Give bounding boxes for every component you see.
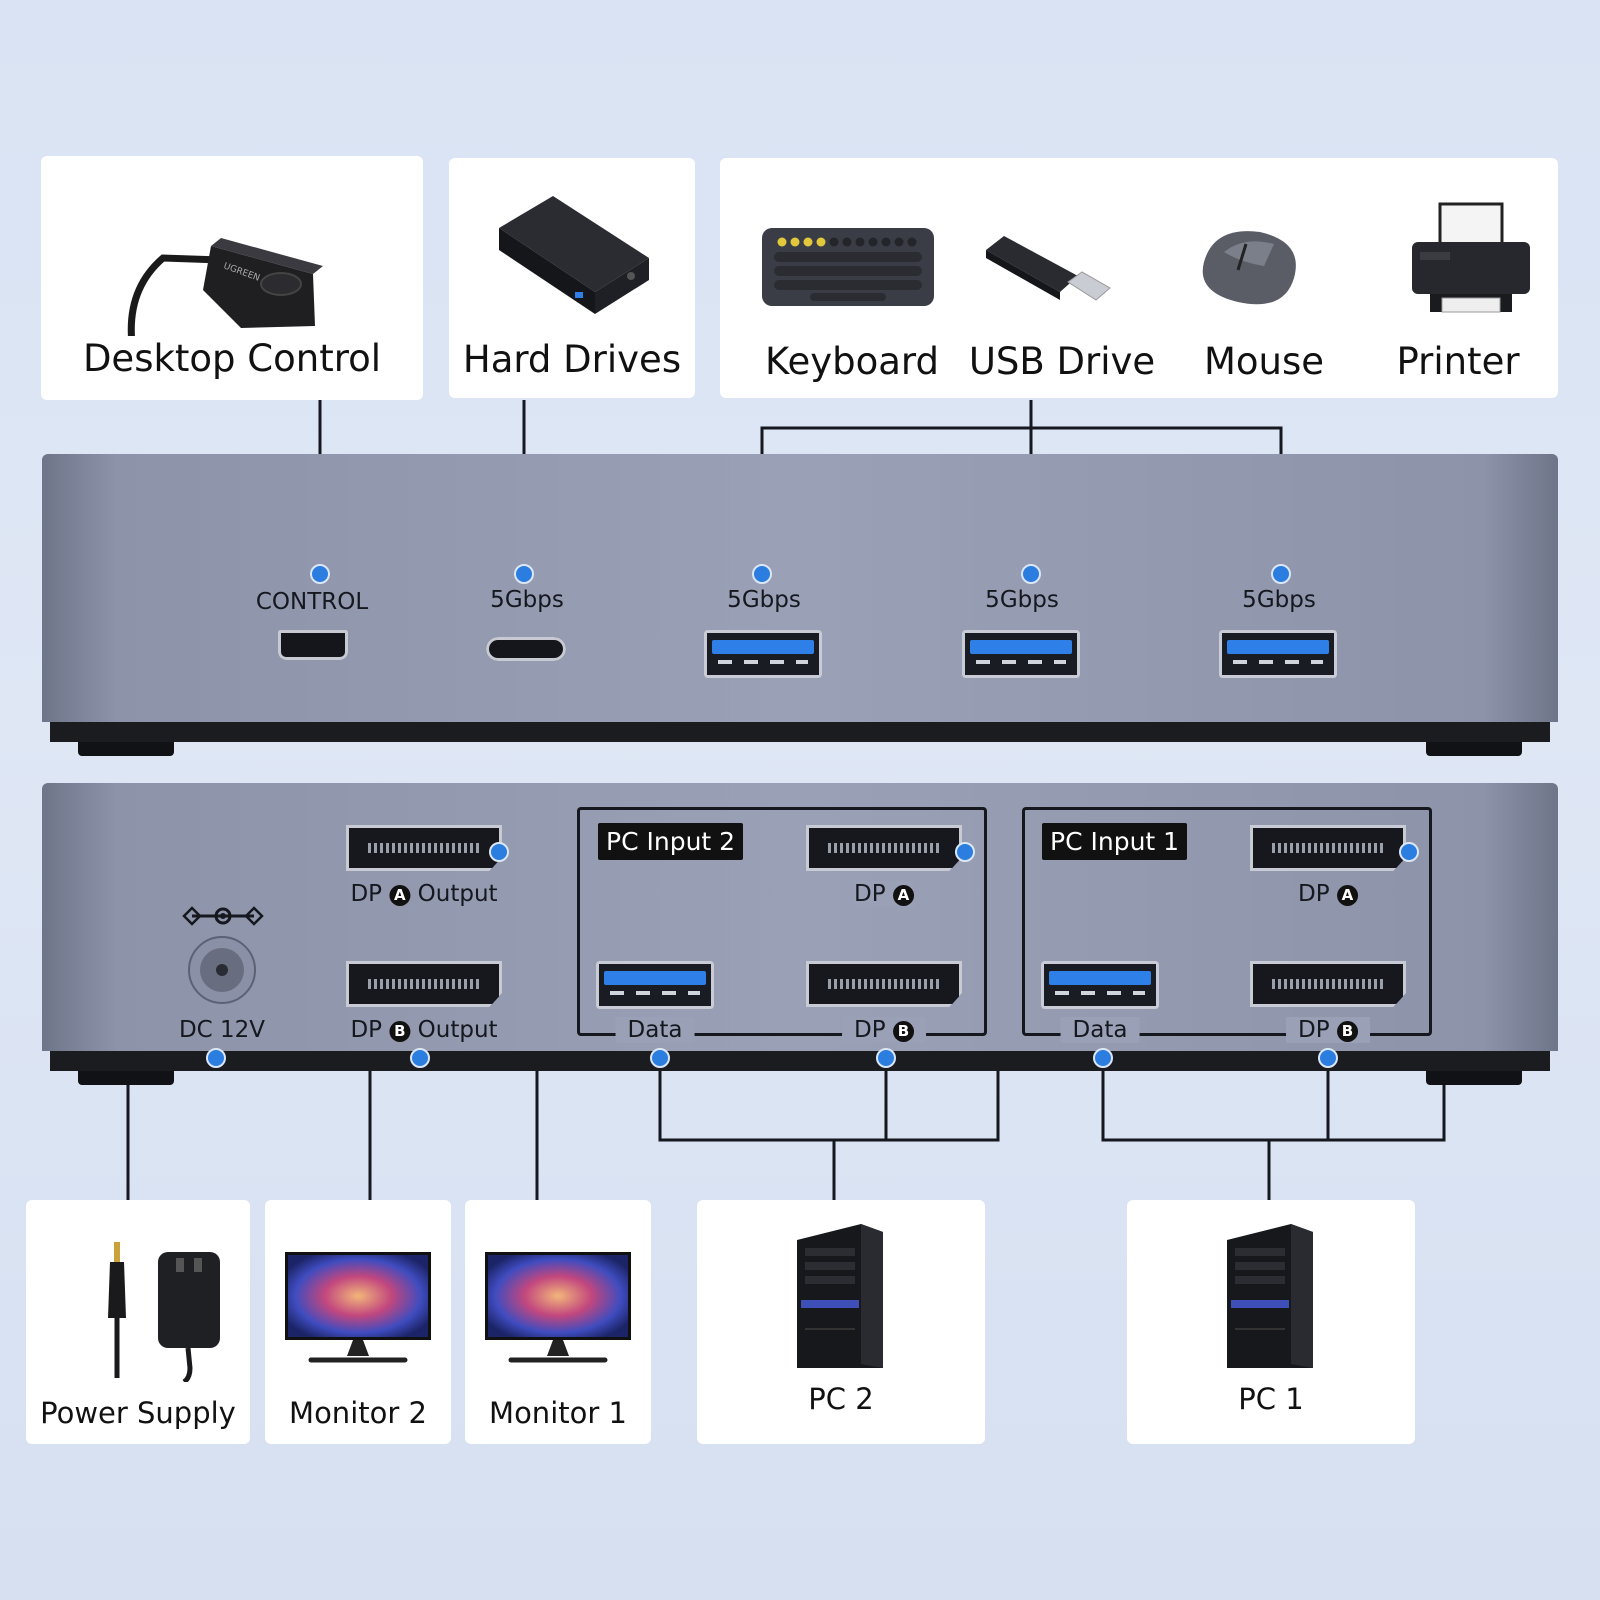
mini-usb-port bbox=[278, 630, 348, 660]
pc-input-2-frame bbox=[577, 847, 987, 1036]
monitor-1-label: Monitor 1 bbox=[489, 1396, 627, 1430]
pc-input-1-tag: PC Input 1 bbox=[1042, 823, 1188, 860]
pc1-data-label: Data bbox=[1060, 1017, 1140, 1043]
pc-input-1-frame-top bbox=[1022, 807, 1432, 850]
rear-panel-base bbox=[50, 1051, 1550, 1071]
rear-panel: DC 12V DP A Output DP B Output PC Input … bbox=[42, 783, 1558, 1051]
monitor-2-label: Monitor 2 bbox=[289, 1396, 427, 1430]
usb-a-port-3 bbox=[1219, 630, 1337, 678]
pc2-dp-b-label: DP B bbox=[842, 1017, 926, 1043]
pc-2-tower-icon bbox=[797, 1224, 883, 1368]
pc-1-label: PC 1 bbox=[1238, 1382, 1304, 1416]
printer-label: Printer bbox=[1396, 340, 1520, 383]
pc1-dp-a-label: DP A bbox=[1298, 881, 1358, 907]
pc-2-card: PC 2 bbox=[697, 1200, 985, 1444]
control-port-label: CONTROL bbox=[255, 589, 369, 615]
pc2-dp-a-label: DP A bbox=[854, 881, 914, 907]
usb-a-port-1 bbox=[704, 630, 822, 678]
power-supply-card: Power Supply bbox=[26, 1200, 250, 1444]
front-foot-right bbox=[1426, 742, 1522, 756]
front-panel: CONTROL 5Gbps 5Gbps 5Gbps 5Gbps bbox=[42, 454, 1558, 722]
usb-a-port-3-label: 5Gbps bbox=[1242, 587, 1316, 613]
desktop-control-icon: UGREEN bbox=[127, 238, 323, 336]
front-panel-base bbox=[50, 722, 1550, 742]
pc1-dp-b-label: DP B bbox=[1286, 1017, 1370, 1043]
keyboard-label: Keyboard bbox=[765, 340, 939, 383]
power-adapter-icon bbox=[108, 1242, 220, 1382]
monitor-1-icon bbox=[485, 1252, 631, 1363]
pc-input-2-tag: PC Input 2 bbox=[598, 823, 744, 860]
rear-foot-right bbox=[1426, 1071, 1522, 1085]
pc2-dp-b-port bbox=[806, 961, 962, 1007]
front-foot-left bbox=[78, 742, 174, 756]
usb-c-port bbox=[486, 637, 566, 661]
dp-a-output-port bbox=[346, 825, 502, 871]
pc2-data-label: Data bbox=[615, 1017, 695, 1043]
usb-a-port-2 bbox=[962, 630, 1080, 678]
dc-12v-label: DC 12V bbox=[178, 1017, 266, 1043]
pc-input-1-frame bbox=[1022, 847, 1432, 1036]
usb-a-port-2-label: 5Gbps bbox=[985, 587, 1059, 613]
monitor-2-card: Monitor 2 bbox=[265, 1200, 451, 1444]
hard-drives-label: Hard Drives bbox=[462, 338, 682, 381]
dp-a-output-label: DP A Output bbox=[350, 881, 498, 907]
dp-b-output-port bbox=[346, 961, 502, 1007]
dp-b-output-label: DP B Output bbox=[350, 1017, 498, 1043]
pc1-dp-a-port bbox=[1250, 825, 1406, 871]
monitor-2-icon bbox=[285, 1252, 431, 1363]
pc1-dp-b-port bbox=[1250, 961, 1406, 1007]
monitor-1-card: Monitor 1 bbox=[465, 1200, 651, 1444]
keyboard-icon bbox=[762, 228, 934, 306]
power-supply-label: Power Supply bbox=[40, 1396, 236, 1430]
peripherals-card: Keyboard USB Drive Mouse Printer bbox=[720, 158, 1558, 398]
pc-2-label: PC 2 bbox=[808, 1382, 874, 1416]
rear-foot-left bbox=[78, 1071, 174, 1085]
dc-jack bbox=[188, 936, 256, 1004]
desktop-control-label: Desktop Control bbox=[82, 337, 382, 380]
usb-drive-label: USB Drive bbox=[968, 340, 1156, 383]
desktop-control-card: UGREEN Desktop Control bbox=[41, 156, 423, 400]
pc1-data-port bbox=[1041, 961, 1159, 1009]
mouse-label: Mouse bbox=[1203, 340, 1325, 383]
usb-drive-icon bbox=[986, 236, 1111, 301]
mouse-icon bbox=[1202, 231, 1296, 305]
polarity-icon bbox=[182, 906, 264, 926]
usb-c-port-label: 5Gbps bbox=[490, 587, 564, 613]
pc-input-2-frame-top bbox=[577, 807, 987, 850]
hard-drive-icon bbox=[499, 196, 649, 314]
hard-drives-card: Hard Drives bbox=[449, 158, 695, 398]
usb-a-port-1-label: 5Gbps bbox=[727, 587, 801, 613]
pc2-dp-a-port bbox=[806, 825, 962, 871]
printer-icon bbox=[1412, 202, 1530, 313]
pc2-data-port bbox=[596, 961, 714, 1009]
pc-1-card: PC 1 bbox=[1127, 1200, 1415, 1444]
pc-1-tower-icon bbox=[1227, 1224, 1313, 1368]
